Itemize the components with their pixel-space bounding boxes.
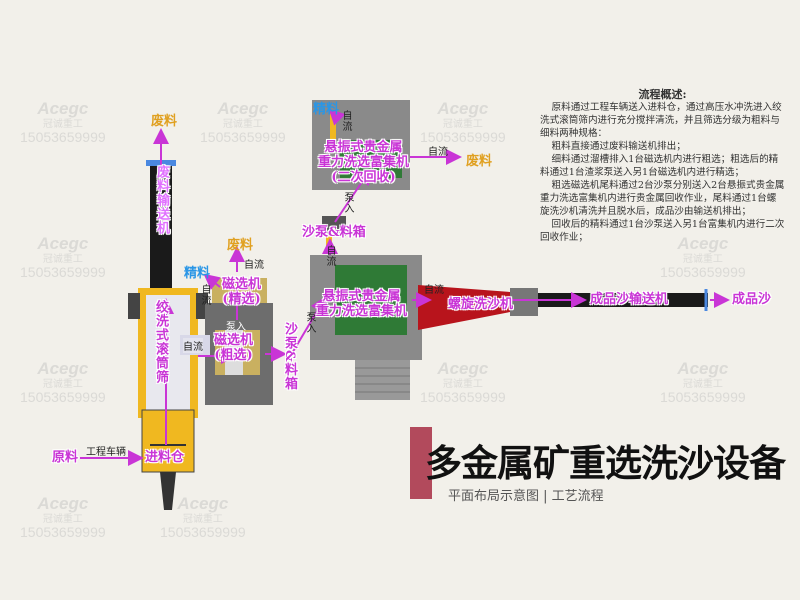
label-pump-in: 泵入	[304, 312, 315, 334]
label-waste-mag: 废料	[227, 238, 254, 253]
label-vehicle: 工程车辆	[86, 447, 126, 458]
sand-pump-box	[322, 216, 346, 236]
label-product-sand: 成品沙	[732, 292, 772, 307]
label-gravity-flow: 自流	[244, 260, 264, 271]
label-pump-in: 泵入	[342, 192, 353, 214]
label-raw-material: 原料	[52, 450, 79, 465]
label-gravity-flow: 自流	[199, 284, 210, 306]
label-mag-fine: 磁选机 (精选)	[222, 277, 262, 307]
summary-paragraph: 回收后的精料通过1台沙泵送入另1台富集机内进行二次回收作业；	[540, 219, 785, 243]
label-spiral-washer: 螺旋洗沙机	[448, 297, 514, 312]
summary-title: 流程概述:	[638, 88, 687, 101]
label-pump-box: 沙泵&料箱	[302, 225, 366, 240]
label-concentrate-top: 精料	[313, 102, 340, 117]
label-waste-right: 废料	[466, 154, 493, 169]
label-gravity-flow: 自流	[183, 338, 203, 353]
spiral-washer	[418, 285, 510, 330]
label-gravity-flow: 自流	[340, 110, 351, 132]
summary-paragraph: 粗料直接通过废料输送机排出；	[551, 141, 686, 152]
label-concentrate-mag: 精料	[184, 266, 211, 281]
summary-paragraph: 原料通过工程车辆送入进料仓，通过高压水冲洗进入绞洗式滚筒筛内进行充分搅拌清洗，并…	[540, 102, 782, 139]
label-product-conveyor: 成品沙输送机	[590, 292, 669, 307]
label-pump-box: 沙泵&料箱	[281, 322, 297, 391]
waste-conveyor-belt	[150, 162, 172, 292]
label-waste-conveyor: 废料输送机	[153, 165, 169, 235]
label-concentrator-2: 悬振式贵金属 重力洗选富集机 (二次回收)	[318, 140, 410, 185]
label-gravity-flow: 自流	[324, 245, 335, 267]
summary-paragraph: 粗选磁选机尾料通过2台沙泵分别送入2台悬振式贵金属重力洗选富集机内进行贵金属回收…	[540, 180, 785, 217]
page-title: 多金属矿重选洗沙设备	[425, 441, 786, 485]
summary-paragraph: 细料通过溜槽排入1台磁选机内进行粗选；粗选后的精料通过1台渣浆泵送入另1台磁选机…	[540, 154, 779, 178]
page-subtitle: 平面布局示意图 | 工艺流程	[448, 489, 604, 504]
label-drum-screen: 绞洗式滚筒筛	[152, 300, 168, 384]
label-mag-rough: 磁选机 (粗选)	[214, 333, 254, 363]
title-accent-bar	[410, 427, 432, 499]
label-waste-top: 废料	[151, 114, 178, 129]
label-concentrator-1: 悬振式贵金属 重力洗选富集机	[316, 289, 408, 319]
label-gravity-flow: 自流	[428, 147, 448, 158]
label-pump-in: 泵入	[226, 322, 246, 333]
process-summary: 流程概述: 原料通过工程车辆送入进料仓，通过高压水冲洗进入绞洗式滚筒筛内进行充分…	[540, 88, 785, 244]
label-feed-bin: 进料仓	[145, 450, 185, 465]
label-gravity-flow: 自流	[424, 285, 444, 296]
